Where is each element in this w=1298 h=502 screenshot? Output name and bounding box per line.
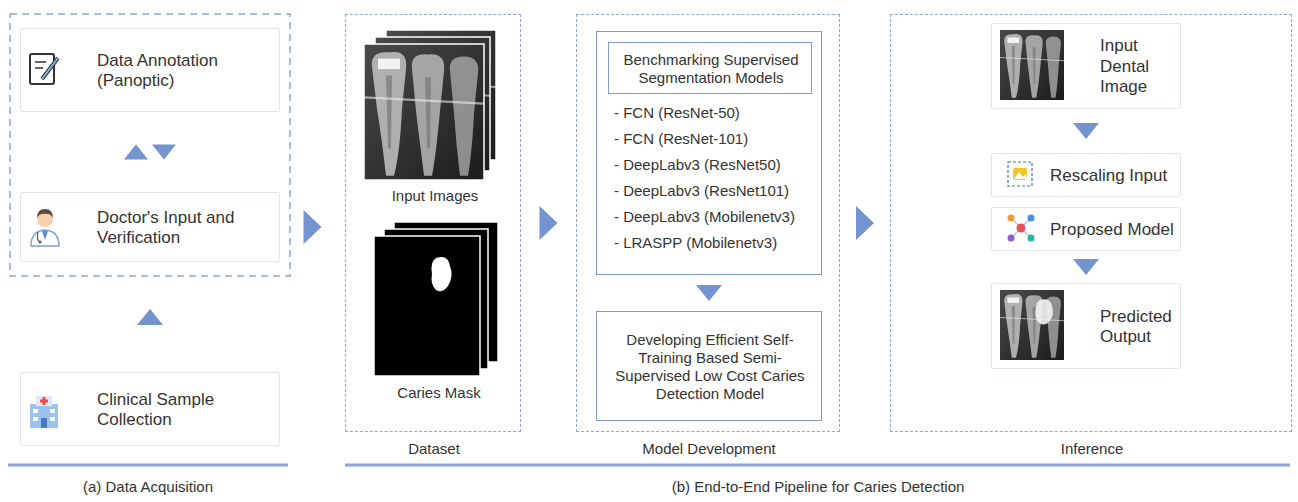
process-box: Input Dental Image	[991, 23, 1181, 109]
group-outline	[10, 14, 290, 276]
flow-arrow	[304, 210, 322, 244]
list-item: - LRASPP (Mobilenetv3)	[614, 234, 819, 252]
box-text: Rescaling Input	[1050, 166, 1178, 186]
process-box: Doctor's Input and Verification	[20, 192, 280, 262]
box-text: Doctor's Input and Verification	[97, 208, 239, 249]
header-box: Benchmarking Supervised Segmentation Mod…	[608, 42, 812, 94]
predicted-image	[1000, 290, 1064, 360]
image-caption: Input Images	[359, 187, 511, 205]
box-text: Developing Efficient Self-Training Based…	[603, 331, 817, 403]
input-image-stack	[364, 30, 496, 180]
list-item: - FCN (ResNet-101)	[614, 130, 819, 148]
process-box: Predicted Output	[991, 283, 1181, 369]
model-icon	[1008, 215, 1035, 242]
section-rule	[345, 464, 1290, 467]
section-label: (b) End-to-End Pipeline for Caries Detec…	[518, 478, 1118, 496]
mask-image-stack	[374, 222, 498, 376]
stage-panel: InferenceInput Dental ImageRescaling Inp…	[890, 14, 1292, 432]
input-dental-image	[1000, 30, 1064, 100]
annotation-icon	[30, 54, 58, 84]
list-item: - DeepLabv3 (Mobilenetv3)	[614, 208, 819, 226]
model-list-box: - FCN (ResNet-50) - FCN (ResNet-101) - Dee…	[596, 31, 822, 275]
section-rule	[8, 464, 288, 467]
image-stack: Caries Mask	[369, 217, 509, 406]
section-label: (a) Data Acquisition	[0, 478, 448, 496]
flow-arrow	[137, 309, 163, 325]
list-item: - DeepLabv3 (ResNet50)	[614, 156, 819, 174]
flow-arrow	[124, 145, 176, 160]
panel-label: Inference	[891, 440, 1293, 458]
box-text: Data Annotation (Panoptic)	[97, 51, 277, 92]
process-box: Proposed Model	[991, 207, 1181, 251]
process-box: Rescaling Input	[991, 153, 1181, 197]
box-text: Clinical Sample Collection	[97, 390, 239, 431]
flow-arrow	[1073, 123, 1099, 139]
rescale-icon	[1008, 162, 1032, 186]
list-item: - DeepLabv3 (ResNet101)	[614, 182, 819, 200]
panel-label: Dataset	[346, 440, 522, 458]
box-text: Predicted Output	[1100, 307, 1178, 348]
process-box: Developing Efficient Self-Training Based…	[596, 311, 822, 421]
process-box: Data Annotation (Panoptic)	[20, 28, 280, 112]
doctor-icon	[31, 209, 59, 246]
list-item: - FCN (ResNet-50)	[614, 104, 819, 122]
box-text: Input Dental Image	[1100, 36, 1166, 97]
stage-panel: DatasetInput ImagesCaries Mask	[345, 14, 521, 432]
flow-arrow	[696, 285, 722, 301]
box-text: Benchmarking Supervised Segmentation Mod…	[614, 51, 808, 87]
box-text: Proposed Model	[1050, 220, 1178, 240]
flow-arrow	[540, 206, 558, 240]
panel-label: Model Development	[577, 440, 841, 458]
hospital-icon	[30, 396, 58, 428]
image-stack: Input Images	[359, 27, 511, 209]
image-caption: Caries Mask	[369, 384, 509, 402]
flow-arrow	[856, 206, 874, 240]
stage-panel: Model Development- FCN (ResNet-50)- FCN …	[576, 14, 840, 432]
flow-arrow	[1073, 259, 1099, 275]
process-box: Clinical Sample Collection	[20, 372, 280, 446]
